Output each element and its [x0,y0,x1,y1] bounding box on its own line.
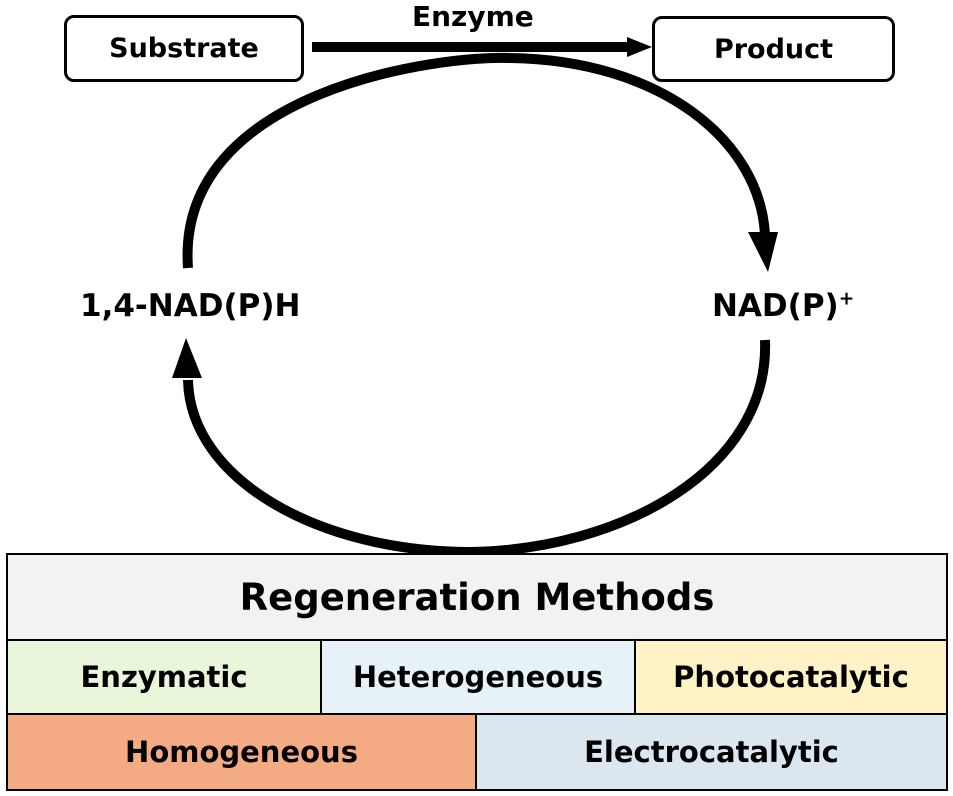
oxidation-arc-arrow [182,52,778,272]
method-heterogeneous-label: Heterogeneous [352,660,604,694]
method-enzymatic-label: Enzymatic [80,660,248,694]
product-label: Product [713,33,834,65]
method-heterogeneous: Heterogeneous [320,639,636,715]
method-homogeneous-label: Homogeneous [125,735,358,769]
reduction-arc-arrow [172,338,771,558]
reduced-cofactor-label: 1,4-NAD(P)H [80,288,300,324]
substrate-label: Substrate [109,33,259,64]
method-photocatalytic: Photocatalytic [634,639,948,715]
reduced-cofactor-text: 1,4-NAD(P)H [80,288,301,324]
product-box: Product [652,16,895,82]
enzyme-label: Enzyme [412,0,534,33]
table-header: Regeneration Methods [6,553,948,641]
oxidized-cofactor-label: NAD(P)+ [712,288,854,324]
method-photocatalytic-label: Photocatalytic [673,660,909,694]
enzyme-reaction-arrow [312,37,652,57]
method-electrocatalytic: Electrocatalytic [475,713,948,791]
oxidized-charge: + [838,288,855,310]
method-electrocatalytic-label: Electrocatalytic [584,735,839,769]
oxidized-cofactor-text: NAD(P) [712,288,839,324]
method-enzymatic: Enzymatic [6,639,322,715]
substrate-box: Substrate [64,15,304,82]
table-header-label: Regeneration Methods [239,575,715,619]
method-homogeneous: Homogeneous [6,713,477,791]
